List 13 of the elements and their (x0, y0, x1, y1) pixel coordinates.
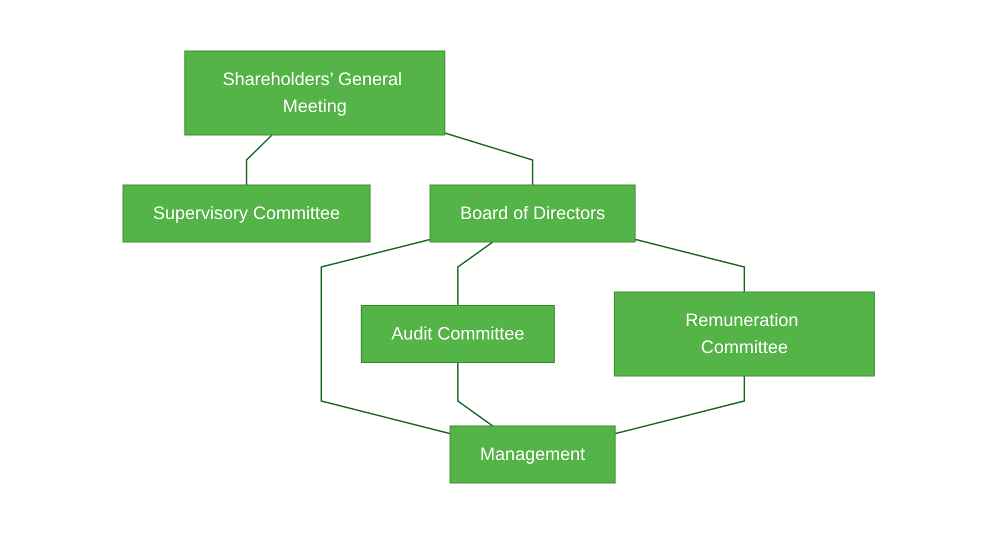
connector (246, 134, 272, 185)
connector (614, 376, 745, 434)
connector (456, 241, 494, 306)
connector (634, 238, 745, 292)
node-box: Supervisory Committee (122, 184, 370, 242)
connector (444, 132, 534, 185)
node-box: Audit Committee (360, 305, 555, 363)
node-box: Board of Directors (429, 184, 636, 242)
node-box: Shareholders’ General Meeting (184, 50, 446, 136)
connector (320, 238, 450, 434)
node-box: Management (449, 426, 616, 484)
node-box: Remuneration Committee (614, 292, 875, 376)
connector (456, 362, 494, 427)
